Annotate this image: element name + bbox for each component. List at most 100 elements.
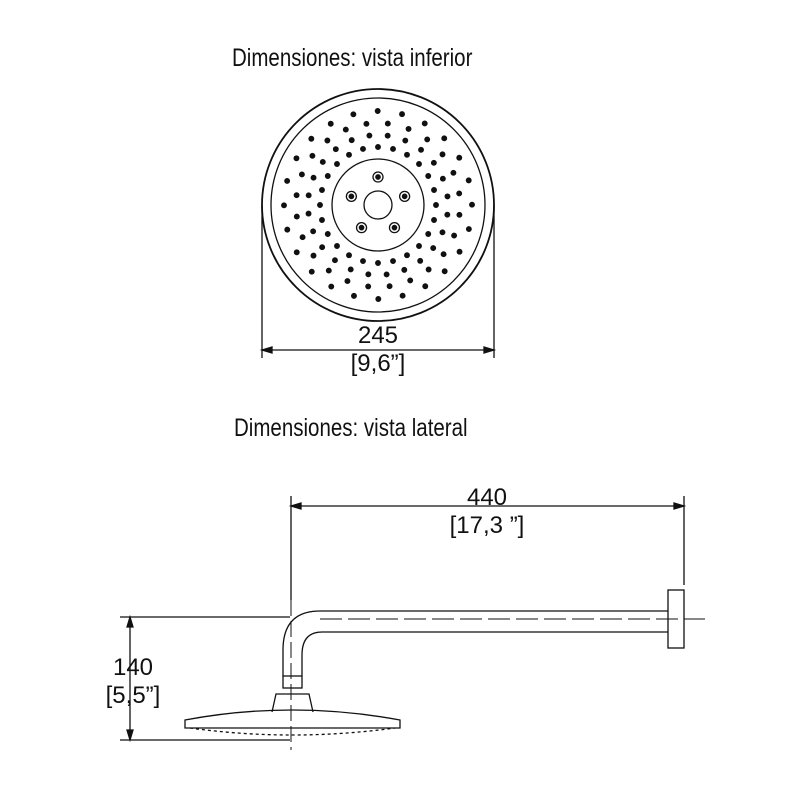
nozzle-dot	[375, 296, 382, 302]
side-view-title: Dimensiones: vista lateral	[234, 414, 468, 442]
nozzle-dot	[401, 266, 408, 273]
nozzle-dot	[317, 202, 323, 208]
nozzle-dot	[405, 125, 412, 132]
nozzle-dot	[430, 245, 437, 251]
nozzle-dot	[417, 257, 424, 264]
nozzle-dot	[310, 228, 317, 235]
nozzle-dot	[430, 159, 437, 166]
nozzle-dot	[366, 132, 373, 139]
nozzle-dot	[456, 190, 463, 197]
nozzle-dot	[416, 243, 422, 249]
nozzle-dot	[365, 271, 372, 278]
nozzle-dot	[365, 283, 372, 290]
nozzle-dot	[319, 244, 326, 251]
nozzle-dot	[418, 146, 424, 153]
center-nozzle	[398, 190, 411, 202]
nozzle-dot	[324, 137, 331, 144]
nozzle-dot	[451, 232, 458, 239]
nozzle-dot	[384, 120, 391, 127]
nozzle-dot	[439, 229, 446, 236]
nozzle-dot	[347, 266, 354, 273]
nozzle-dot	[444, 211, 451, 218]
height-dimension	[120, 614, 290, 743]
nozzle-dot	[399, 111, 405, 118]
nozzle-dot	[308, 268, 315, 275]
nozzle-dot	[305, 192, 312, 199]
nozzle-dot	[424, 136, 431, 143]
length-mm-label: 440	[466, 484, 508, 511]
nozzle-dot	[310, 252, 317, 259]
nozzle-dot	[422, 283, 429, 290]
nozzle-dot	[375, 174, 381, 180]
nozzle-dot	[465, 226, 472, 232]
nozzle-dot	[319, 217, 325, 223]
nozzle-dot	[383, 271, 390, 278]
nozzle-dot	[332, 146, 339, 153]
nozzle-dot	[281, 202, 287, 209]
shower-head-bottom-view	[261, 88, 495, 322]
nozzle-dot	[407, 277, 414, 284]
nozzle-dot	[298, 171, 305, 178]
center-nozzle	[372, 171, 384, 183]
shower-arm-side-view	[184, 589, 705, 750]
nozzle-dot	[421, 120, 428, 127]
nozzle-dot	[344, 278, 351, 285]
nozzle-dot	[433, 202, 439, 208]
nozzle-dot	[342, 126, 349, 133]
length-dimension	[288, 496, 687, 600]
nozzle-dot	[324, 173, 331, 179]
nozzle-dot	[293, 192, 300, 199]
nozzle-dot	[441, 135, 448, 142]
nozzle-dot	[346, 252, 352, 259]
nozzle-dot	[319, 187, 325, 193]
nozzle-dot	[440, 251, 447, 258]
bottom-view-title: Dimensiones: vista inferior	[232, 44, 473, 72]
nozzle-dot	[391, 224, 398, 231]
height-mm-label: 140	[112, 654, 154, 681]
nozzle-dot	[324, 231, 331, 237]
nozzle-dot	[439, 151, 446, 158]
nozzle-dot	[325, 267, 332, 274]
center-nozzle	[345, 190, 358, 202]
nozzle-dot	[375, 260, 381, 266]
nozzle-dot	[293, 213, 300, 220]
nozzle-dot	[375, 144, 381, 150]
nozzle-dot	[332, 257, 338, 264]
nozzle-dot	[456, 248, 463, 255]
nozzle-dot	[360, 258, 366, 264]
nozzle-dot	[358, 224, 365, 231]
nozzle-dot	[404, 252, 410, 259]
nozzle-dot	[334, 161, 340, 167]
nozzle-dot	[401, 193, 408, 200]
nozzle-dot	[456, 154, 463, 161]
nozzle-dot	[284, 226, 291, 233]
nozzle-dot	[425, 231, 432, 237]
center-nozzle	[355, 222, 368, 234]
width-in-label: [9,6”]	[350, 350, 406, 377]
nozzle-dot	[384, 132, 391, 139]
nozzle-dot	[469, 201, 475, 208]
nozzle-dot	[350, 111, 357, 118]
nozzle-dot	[284, 178, 291, 184]
nozzle-dot	[456, 211, 463, 218]
nozzle-dot	[328, 283, 335, 290]
nozzle-dot	[363, 120, 370, 127]
nozzle-dot	[293, 155, 300, 162]
nozzle-dot	[465, 177, 472, 184]
nozzle-dot	[431, 187, 437, 193]
height-in-label: [5,5”]	[105, 682, 161, 709]
nozzle-dot	[404, 151, 410, 158]
nozzle-dot	[319, 159, 326, 165]
nozzle-dot	[308, 135, 315, 142]
nozzle-dot	[390, 146, 396, 152]
nozzle-dot	[305, 210, 312, 217]
nozzle-dot	[439, 175, 446, 182]
nozzle-dot	[348, 137, 355, 144]
nozzle-dot	[374, 108, 381, 114]
nozzle-dot	[425, 266, 432, 273]
width-mm-label: 245	[357, 322, 399, 349]
nozzle-dot	[425, 173, 432, 179]
nozzle-dot	[310, 174, 317, 181]
nozzle-dot	[390, 258, 396, 264]
